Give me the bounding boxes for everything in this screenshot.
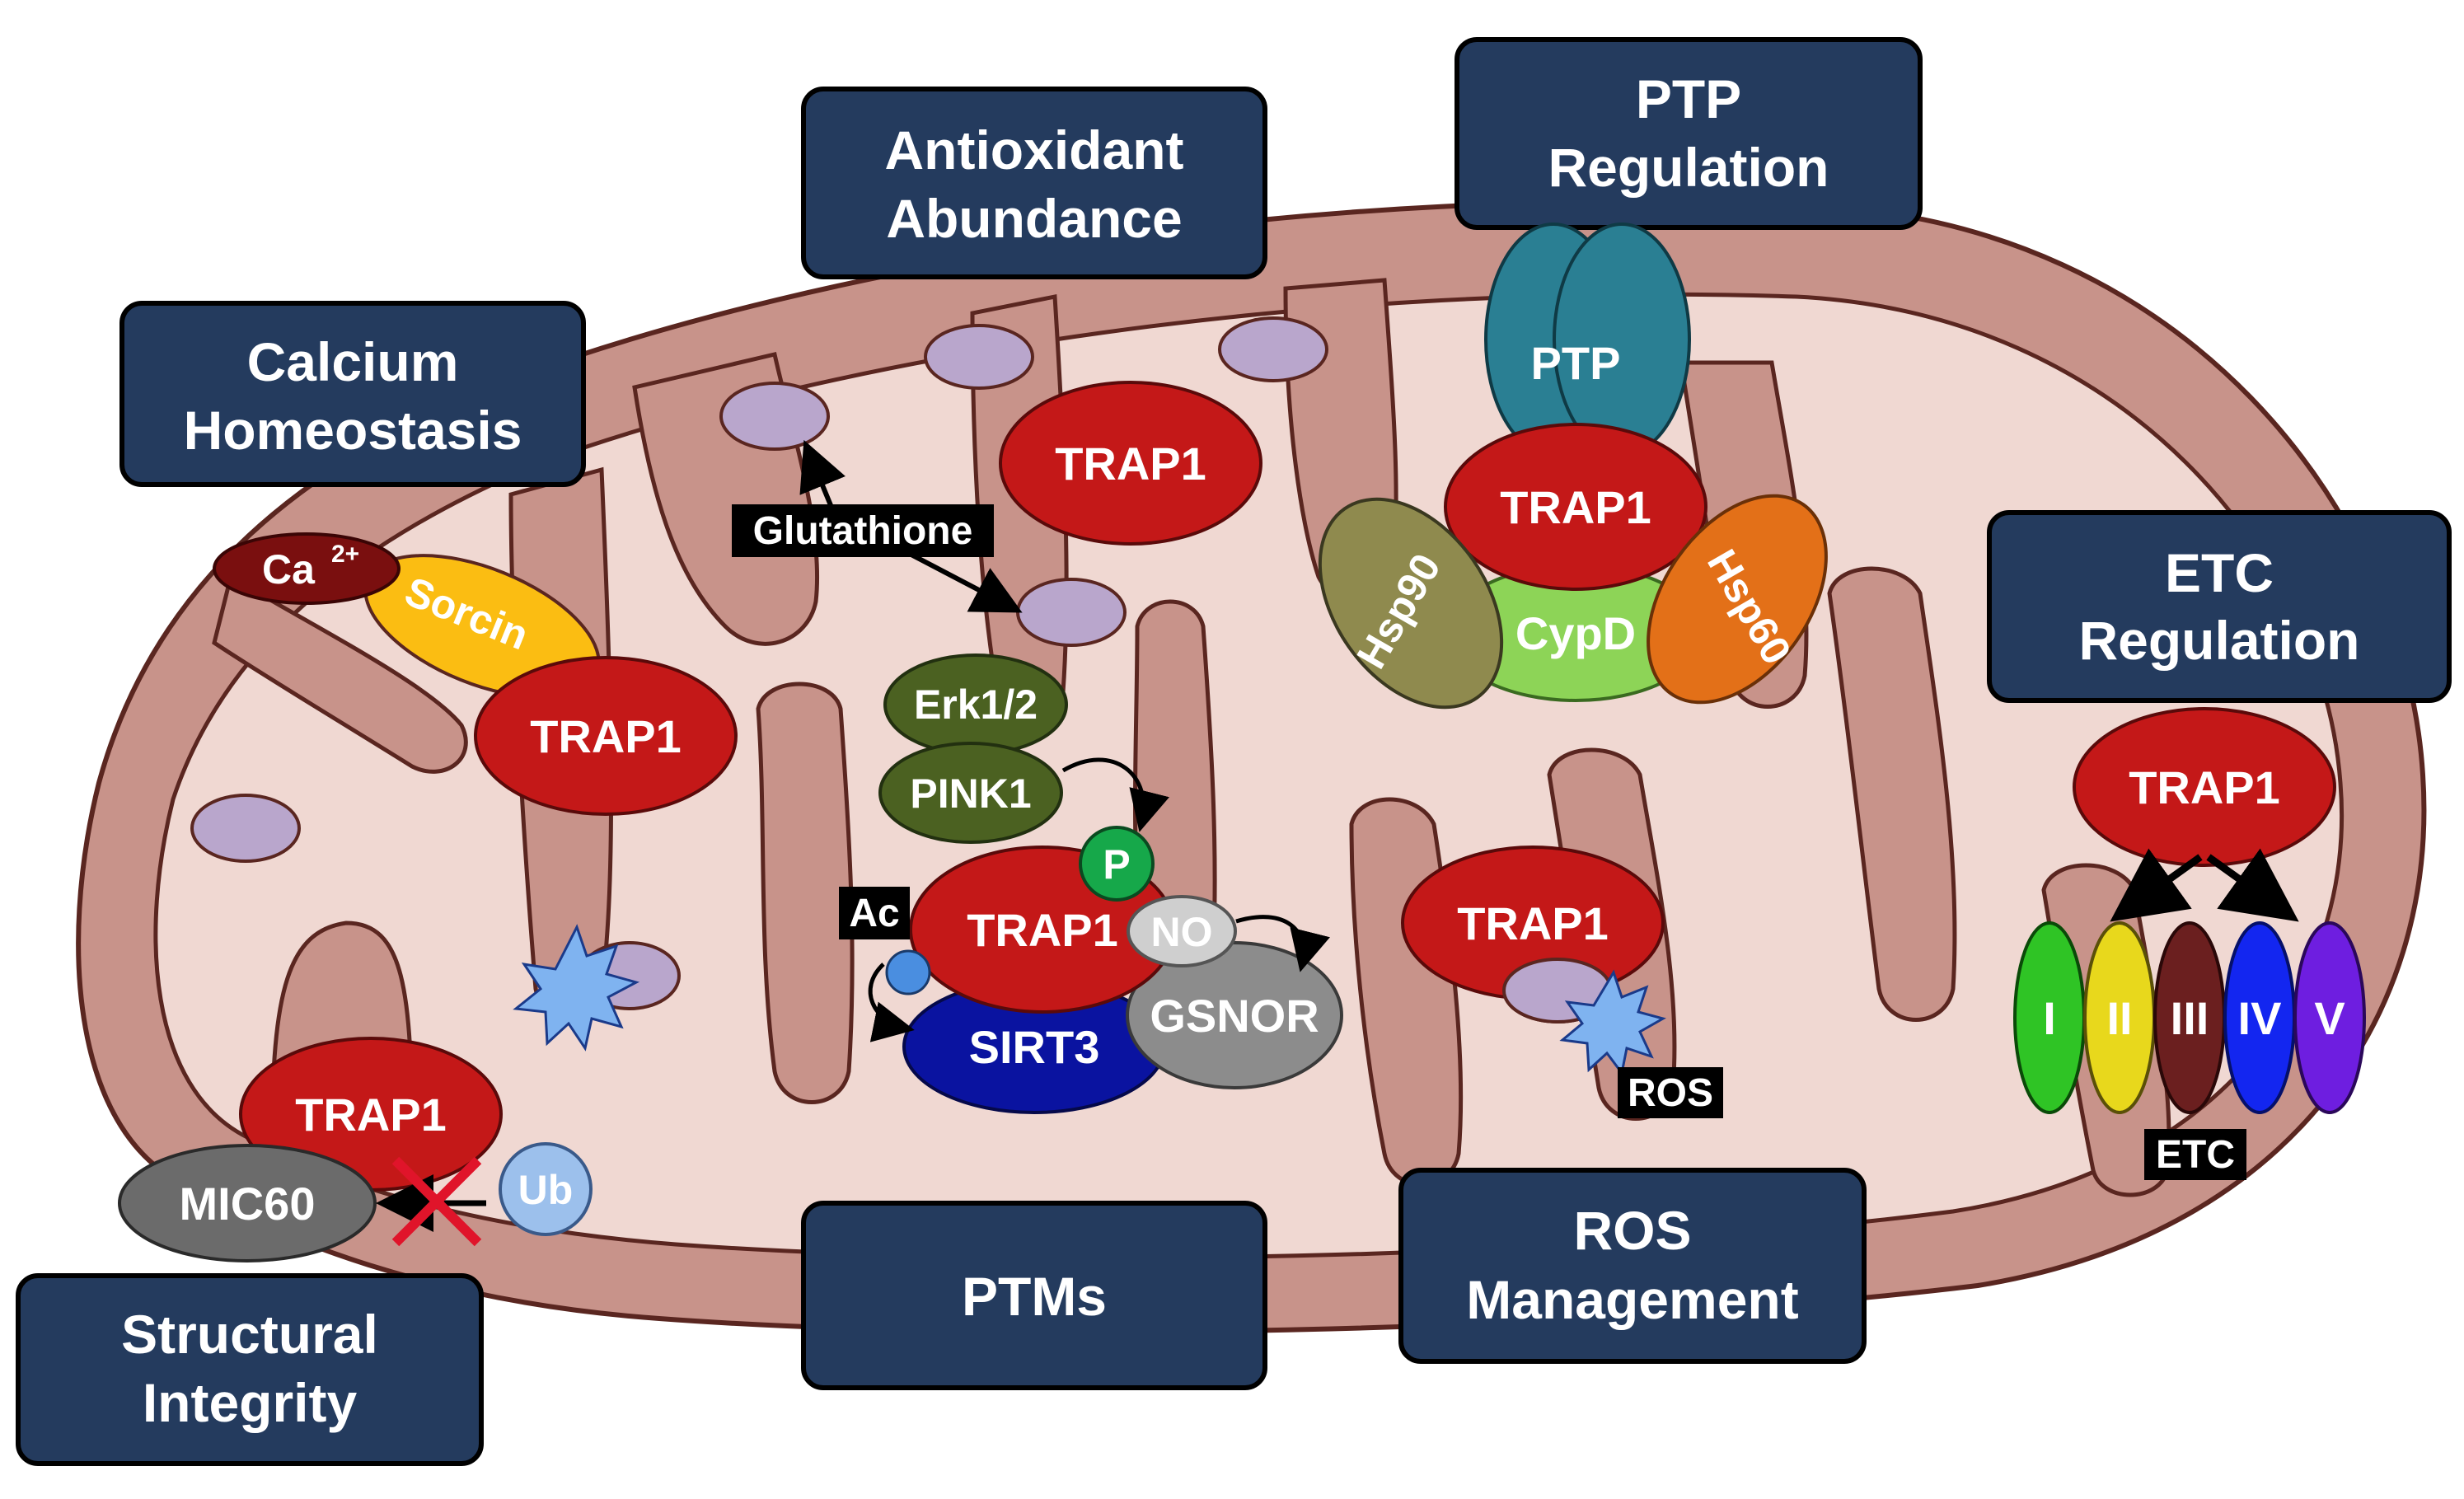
ros-cluster: TRAP1 ROS: [1401, 846, 1723, 1118]
category-structural-line1: Structural: [121, 1304, 378, 1365]
sirt3-label: SIRT3: [969, 1021, 1100, 1073]
gsnor-label: GSNOR: [1150, 990, 1319, 1042]
etc-cluster: TRAP1 I II III IV V ETC: [2013, 707, 2366, 1180]
calcium-charge-label: 2+: [331, 541, 359, 568]
etc-complex-ii: II: [2083, 921, 2156, 1114]
ubiquitin-circle: [499, 1142, 593, 1236]
trap1-ptp: [1444, 423, 1707, 591]
etc-complex-iv-label: IV: [2238, 992, 2282, 1044]
pink1-ellipse: [878, 742, 1063, 844]
trap1-ptm-label: TRAP1: [967, 904, 1118, 956]
etc-complex-iii: III: [2153, 921, 2226, 1114]
trap1-etc-label: TRAP1: [2129, 761, 2280, 813]
glutathione-ellipse: [190, 794, 301, 863]
category-ptms-line1: PTMs: [962, 1266, 1107, 1327]
category-ptp-line1: PTP: [1636, 68, 1741, 129]
etc-label: ETC: [2156, 1133, 2235, 1177]
category-structural-integrity: Structural Integrity: [16, 1273, 484, 1466]
antioxidant-trap1: TRAP1: [999, 381, 1262, 546]
category-etc-line1: ETC: [2165, 542, 2274, 603]
glutathione-annotation: Glutathione: [732, 439, 1023, 613]
etc-complex-i-label: I: [2043, 992, 2056, 1044]
category-etc-line2: Regulation: [2079, 610, 2360, 671]
category-ptp-regulation: PTP Regulation: [1455, 37, 1923, 230]
calcium-ellipse: [213, 532, 401, 605]
trap1-structural-label: TRAP1: [295, 1089, 447, 1141]
structural-ros-burst-icon: [513, 924, 640, 1052]
glutathione-ellipse: [1016, 578, 1127, 647]
ptp-label: PTP: [1531, 337, 1621, 389]
ubiquitin-label: Ub: [518, 1167, 574, 1213]
ptm-cluster: Erk1/2 PINK1 SIRT3 GSNOR TRAP1 NO P Ac: [839, 653, 1343, 1114]
category-ros-management: ROS Management: [1398, 1168, 1867, 1364]
nitric-oxide-label: NO: [1151, 909, 1213, 955]
category-etc-regulation: ETC Regulation: [1987, 510, 2452, 703]
phospho-circle: [1079, 826, 1155, 902]
etc-complex-ii-label: II: [2106, 992, 2132, 1044]
etc-complex-iii-label: III: [2171, 992, 2209, 1044]
hsp90-ellipse: [1318, 497, 1504, 710]
trap1-ros-label: TRAP1: [1457, 897, 1609, 949]
gsnor-ellipse: [1126, 941, 1343, 1089]
pink1-label: PINK1: [910, 771, 1031, 817]
nitric-oxide-ellipse: [1127, 895, 1237, 967]
trap1-ptp-label: TRAP1: [1500, 481, 1651, 533]
etc-complex-v: V: [2293, 921, 2366, 1114]
trap1-antioxidant-label: TRAP1: [1055, 438, 1206, 490]
glutathione-ellipse: [1218, 316, 1328, 382]
ptp-complex: PTP CypD TRAP1 Hsp90 Hsp60: [1318, 223, 1828, 710]
category-ros-line1: ROS: [1573, 1200, 1691, 1261]
etc-complex-iv: IV: [2223, 921, 2296, 1114]
category-calcium-homeostasis: Calcium Homeostasis: [119, 301, 586, 487]
hsp60-ellipse: [1647, 494, 1828, 705]
cypd-label: CypD: [1515, 607, 1636, 659]
calcium-label: Ca: [262, 546, 316, 593]
acetyl-circle: [885, 949, 931, 995]
category-ros-line2: Management: [1466, 1269, 1798, 1330]
glutathione-label: Glutathione: [753, 509, 973, 553]
category-antioxidant-line1: Antioxidant: [885, 119, 1184, 180]
trap1-etc: [2073, 707, 2336, 867]
phospho-label: P: [1103, 841, 1130, 888]
trap1-calcium: [474, 656, 738, 816]
category-structural-line2: Integrity: [143, 1372, 358, 1433]
ros-label: ROS: [1628, 1071, 1713, 1115]
mic60-label: MIC60: [180, 1178, 316, 1230]
erk-label: Erk1/2: [914, 682, 1038, 728]
category-antioxidant-abundance: Antioxidant Abundance: [801, 87, 1267, 279]
category-calcium-line1: Calcium: [247, 331, 459, 392]
calcium-sorcin-cluster: Sorcin Ca 2+ TRAP1: [213, 532, 738, 816]
structural-cluster: TRAP1 MIC60 Ub: [118, 924, 640, 1262]
acetyl-label: Ac: [849, 892, 899, 935]
category-antioxidant-line2: Abundance: [886, 188, 1182, 249]
trap1-calcium-label: TRAP1: [530, 710, 682, 762]
mic60-ellipse: [118, 1144, 377, 1262]
category-ptms: PTMs: [801, 1201, 1267, 1390]
etc-complex-v-label: V: [2314, 992, 2345, 1044]
category-calcium-line2: Homeostasis: [184, 400, 522, 461]
category-ptp-line2: Regulation: [1548, 137, 1829, 198]
glutathione-ellipse: [924, 324, 1034, 390]
inhibition-cross-icon: [391, 1156, 482, 1247]
etc-complex-i: I: [2013, 921, 2086, 1114]
glutathione-ellipse: [719, 382, 830, 451]
